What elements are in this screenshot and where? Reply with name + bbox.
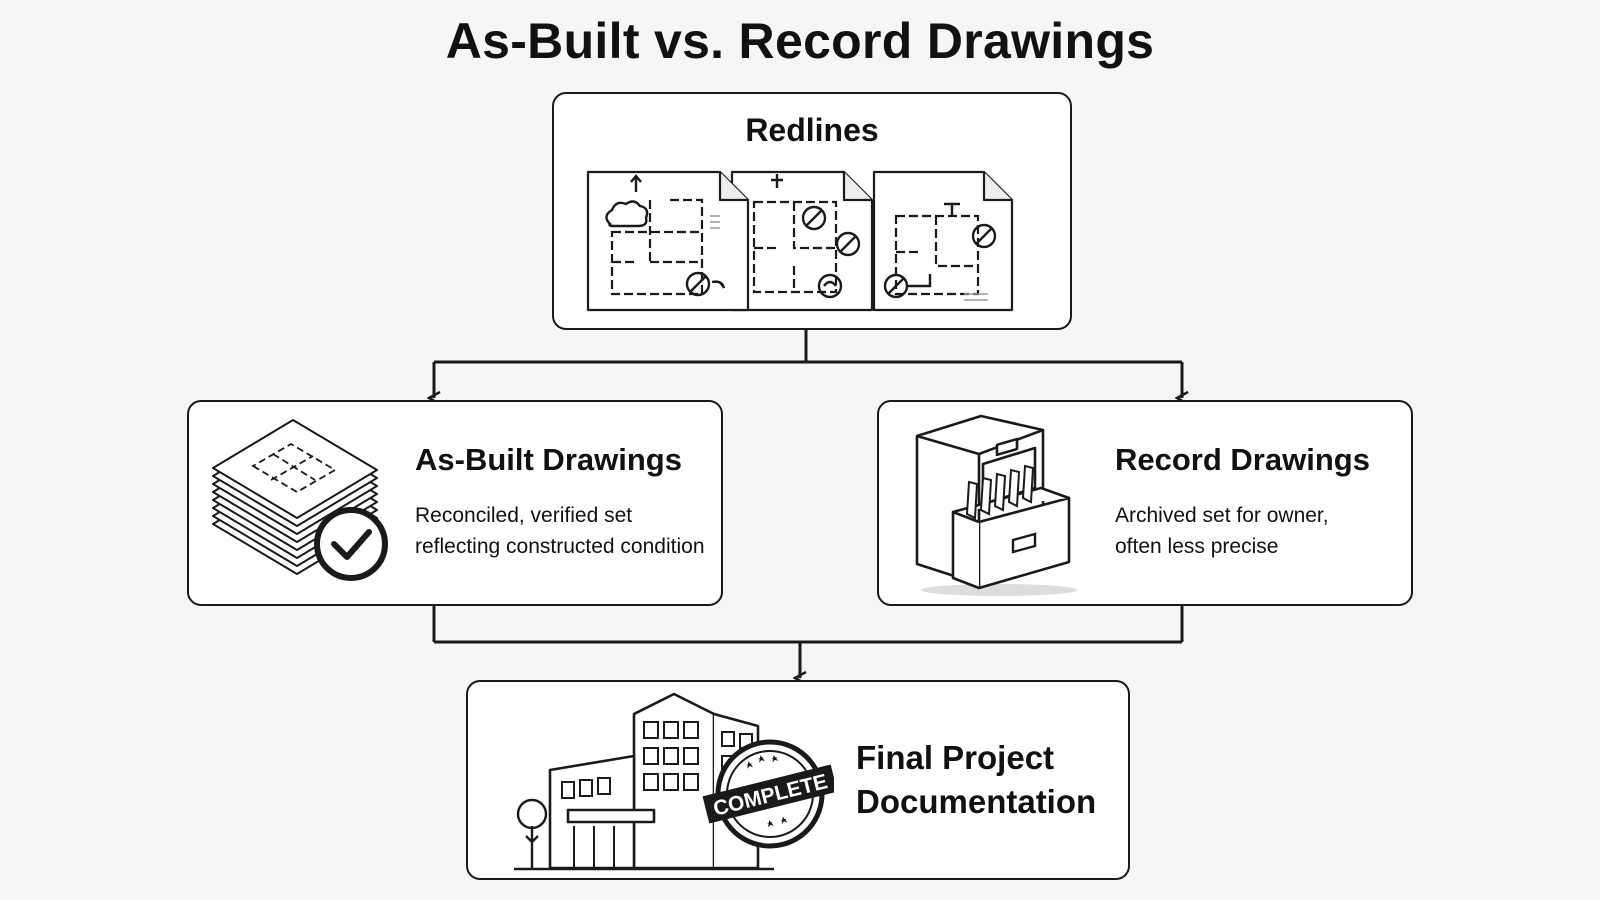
final-documentation-box: COMPLETE Final Project Documentation: [466, 680, 1130, 880]
filing-cabinet-icon: [915, 414, 1077, 596]
record-description-line-1: Archived set for owner,: [1115, 504, 1329, 527]
final-heading: Final Project Documentation: [856, 736, 1126, 824]
as-built-description: Reconciled, verified set reflecting cons…: [415, 500, 735, 562]
record-description: Archived set for owner, often less preci…: [1115, 500, 1435, 562]
as-built-drawings-box: As-Built Drawings Reconciled, verified s…: [187, 400, 723, 606]
final-heading-line-2: Documentation: [856, 783, 1097, 820]
record-description-line-2: often less precise: [1115, 535, 1279, 558]
redlines-heading: Redlines: [745, 112, 879, 148]
as-built-heading: As-Built Drawings: [415, 442, 682, 477]
verified-drawing-stack-icon: [212, 419, 388, 581]
record-drawings-box: Record Drawings Archived set for owner, …: [877, 400, 1413, 606]
final-heading-line-1: Final Project: [856, 739, 1055, 776]
as-built-description-line-1: Reconciled, verified set: [415, 504, 633, 527]
diagram-title: As-Built vs. Record Drawings: [445, 13, 1155, 69]
record-heading: Record Drawings: [1115, 442, 1370, 477]
marked-up-drawing-sheets-icon: [586, 170, 1014, 312]
redlines-box: Redlines: [552, 92, 1072, 330]
complete-stamp: COMPLETE: [702, 739, 834, 849]
check-badge: [314, 507, 388, 581]
building-icon: COMPLETE: [514, 692, 834, 871]
as-built-description-line-2: reflecting constructed condition: [415, 535, 705, 558]
